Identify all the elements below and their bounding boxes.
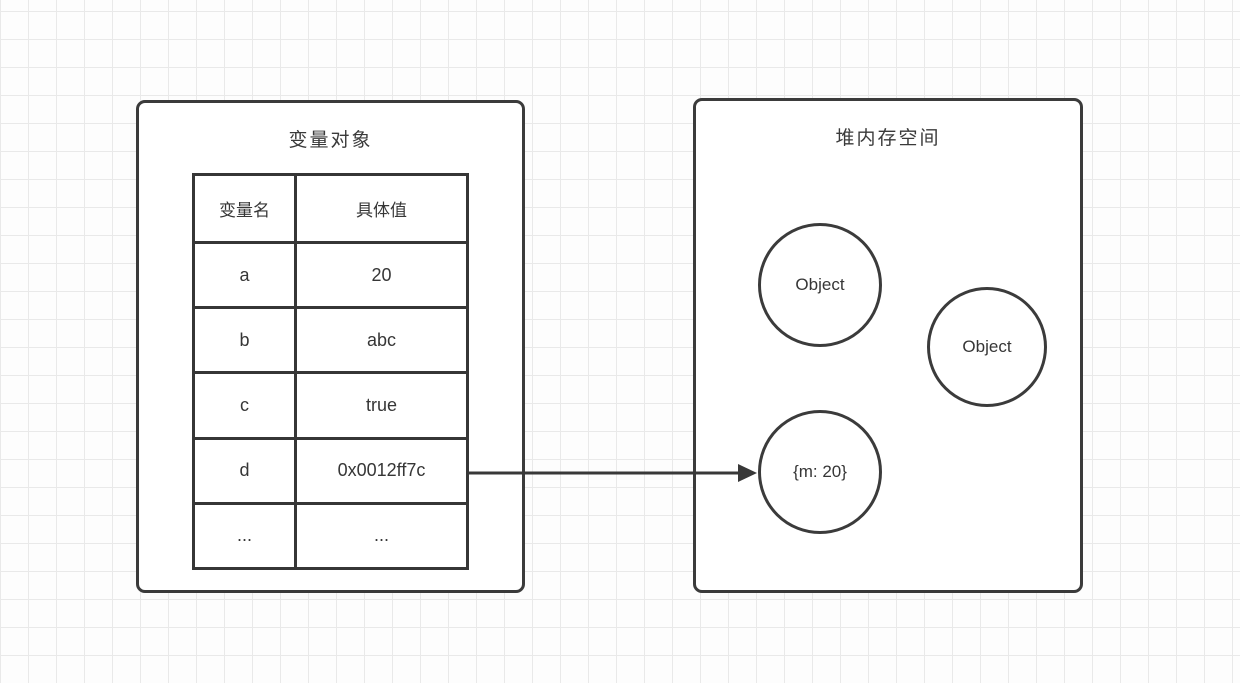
variable-table: 变量名 具体值 a 20 b abc c true d 0x0012ff7c .… xyxy=(192,173,469,570)
heap-object-circle-2: Object xyxy=(927,287,1047,407)
heap-object-label-2: Object xyxy=(962,337,1012,356)
table-cell-val-a: 20 xyxy=(294,241,466,307)
table-cell-val-d: 0x0012ff7c xyxy=(294,436,466,502)
variable-object-title: 变量对象 xyxy=(288,130,373,151)
heap-memory-box: 堆内存空间 Object Object {m: 20} xyxy=(693,98,1083,593)
table-cell-var-d: d xyxy=(195,436,294,502)
heap-memory-title: 堆内存空间 xyxy=(835,128,941,149)
table-header-value: 具体值 xyxy=(294,176,466,242)
table-cell-var-c: c xyxy=(195,371,294,436)
table-cell-val-b: abc xyxy=(294,306,466,372)
heap-object-circle-m20: {m: 20} xyxy=(758,410,882,534)
table-header-variable-name: 变量名 xyxy=(219,201,270,221)
heap-object-circle-1: Object xyxy=(758,223,882,347)
variable-object-box: 变量对象 变量名 具体值 a 20 b abc c true d 0x0012f… xyxy=(136,100,525,593)
table-cell-var-b: b xyxy=(195,306,294,371)
table-cell-val-c: true xyxy=(294,371,466,437)
table-cell-val-ellipsis: ... xyxy=(294,501,466,567)
heap-object-label-m20: {m: 20} xyxy=(793,462,847,481)
table-cell-var-a: a xyxy=(195,241,294,306)
table-cell-var-ellipsis: ... xyxy=(195,501,294,567)
heap-object-label-1: Object xyxy=(795,275,845,294)
